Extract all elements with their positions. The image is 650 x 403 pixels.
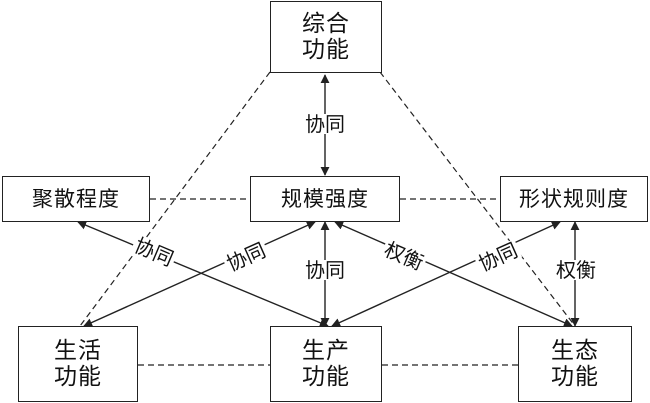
node-ecology-line2: 功能 — [551, 364, 599, 390]
node-ecology-function: 生态 功能 — [518, 326, 632, 402]
node-regularity-label: 形状规则度 — [519, 186, 629, 211]
node-production-line1: 生产 — [302, 337, 350, 364]
node-production-function: 生产 功能 — [270, 326, 382, 402]
node-aggregation-label: 聚散程度 — [32, 186, 120, 211]
node-comprehensive-line1: 综合 — [302, 10, 350, 37]
arrow-aggregation-production — [77, 220, 329, 328]
arrow-intensity-ecology — [334, 221, 573, 327]
node-living-line2: 功能 — [54, 364, 102, 390]
dashed-link-comprehensive-ecology — [379, 71, 576, 327]
node-shape-regularity: 形状规则度 — [500, 176, 648, 222]
label-tradeoff-right: 权衡 — [554, 258, 598, 282]
arrow-living-intensity — [83, 221, 316, 327]
node-comprehensive-line2: 功能 — [302, 37, 350, 63]
node-aggregation-degree: 聚散程度 — [2, 176, 150, 222]
node-intensity-label: 规模强度 — [281, 186, 369, 211]
node-living-function: 生活 功能 — [18, 326, 138, 402]
node-comprehensive-function: 综合 功能 — [270, 1, 382, 73]
label-synergy-top: 协同 — [303, 112, 347, 136]
node-scale-intensity: 规模强度 — [250, 176, 400, 222]
node-production-line2: 功能 — [302, 364, 350, 390]
label-synergy-center: 协同 — [303, 258, 347, 282]
arrow-production-regularity — [331, 221, 561, 327]
node-ecology-line1: 生态 — [551, 337, 599, 364]
node-living-line1: 生活 — [54, 337, 102, 364]
